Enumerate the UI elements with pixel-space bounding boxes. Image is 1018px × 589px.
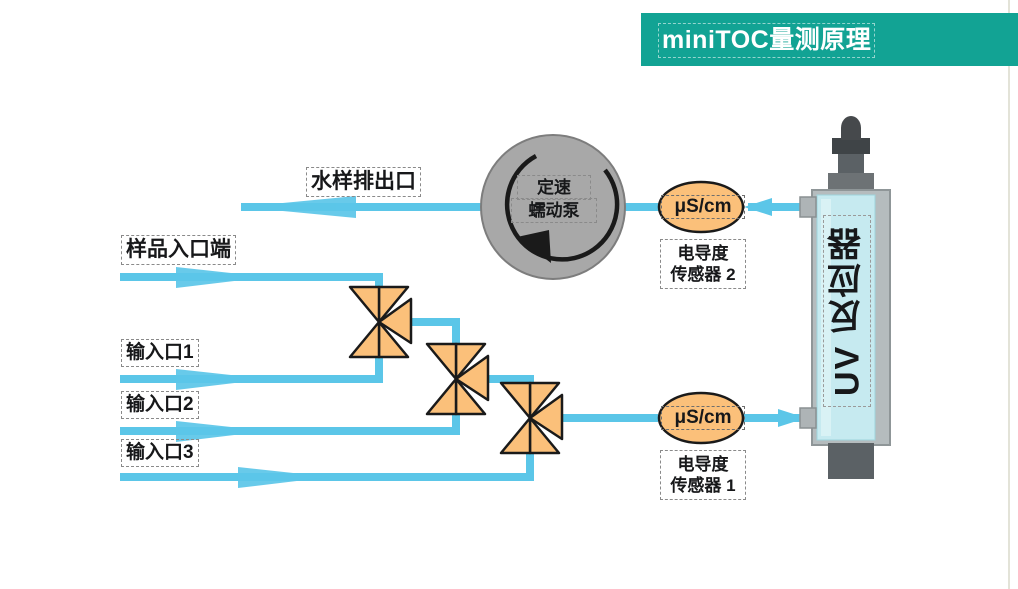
reactor-top-collar bbox=[832, 138, 870, 154]
sensor1-name-line2: 传感器 1 bbox=[670, 476, 736, 495]
pipe-valve1-to-valve2-riser bbox=[452, 318, 460, 356]
reactor-top-dome bbox=[841, 116, 861, 140]
pipe-input2-horizontal bbox=[120, 427, 460, 435]
sensor1-name-line1: 电导度 bbox=[677, 455, 729, 474]
valve2-right-triangle bbox=[454, 354, 490, 402]
sensor2-name-box: 电导度 传感器 2 bbox=[660, 239, 746, 289]
valve3-right-triangle bbox=[528, 393, 564, 441]
reactor-inner-highlight bbox=[821, 199, 831, 436]
page-title: miniTOC量测原理 bbox=[657, 23, 876, 58]
reactor-inlet-port-top bbox=[799, 196, 817, 218]
valve2-top-triangle-b bbox=[425, 342, 458, 381]
pump-rotation-arrow bbox=[504, 154, 620, 262]
pump-arrow-head bbox=[517, 230, 551, 263]
label-sample-inlet: 样品入口端 bbox=[121, 234, 236, 266]
pipe-reactor-to-sensor2 bbox=[748, 203, 806, 211]
pump-label-line2: 蠕动泵 bbox=[511, 198, 597, 223]
reactor-inlet-port-bottom bbox=[799, 407, 817, 429]
arrow-head-to-reactor bbox=[778, 409, 806, 427]
pipe-input3-riser bbox=[526, 440, 534, 481]
uv-reactor-label: UV 反应器 bbox=[823, 215, 871, 407]
reactor-bottom-neck bbox=[828, 443, 874, 479]
valve1-right-triangle bbox=[377, 297, 413, 345]
arrow-input3 bbox=[238, 467, 330, 488]
arrow-input2 bbox=[176, 421, 268, 442]
sensor2-name-line2: 传感器 2 bbox=[670, 265, 736, 284]
conductivity-sensor-1-body bbox=[657, 391, 745, 445]
pipe-valve1-to-valve2-horizontal bbox=[408, 318, 460, 326]
valve3-bottom-triangle-b bbox=[499, 416, 532, 455]
three-way-valve-3 bbox=[499, 381, 564, 455]
arrow-input1 bbox=[176, 369, 268, 390]
sensor2-value: μS/cm bbox=[661, 195, 745, 219]
arrow-sample-inlet bbox=[176, 267, 268, 288]
sensor1-name-box: 电导度 传感器 1 bbox=[660, 450, 746, 500]
pump-label-line1: 定速 bbox=[517, 175, 591, 200]
pipe-pump-to-outlet bbox=[330, 203, 495, 211]
label-input-port-3: 输入口3 bbox=[121, 439, 199, 467]
pipe-network bbox=[120, 196, 806, 488]
three-way-valve-2 bbox=[425, 342, 490, 416]
valve1-top-triangle-b bbox=[348, 285, 381, 324]
valve2-bottom-triangle-b bbox=[425, 377, 458, 416]
pipe-sensor1-to-reactor bbox=[742, 414, 806, 422]
page-right-border bbox=[1008, 0, 1010, 589]
uv-reactor bbox=[799, 116, 891, 479]
sensor2-name-line1: 电导度 bbox=[677, 244, 729, 263]
label-sample-outlet: 水样排出口 bbox=[306, 166, 421, 198]
label-input-port-2: 输入口2 bbox=[121, 391, 199, 419]
peristaltic-pump bbox=[480, 134, 626, 280]
arrow-head-to-sensor2 bbox=[744, 198, 772, 216]
pipe-valve2-to-valve3-horizontal bbox=[487, 375, 534, 383]
pipe-valve3-to-sensor1 bbox=[558, 414, 658, 422]
sensor1-value: μS/cm bbox=[661, 406, 745, 430]
conductivity-sensor-2-body bbox=[657, 180, 745, 234]
pipe-outlet-tail bbox=[241, 203, 336, 211]
valve1-bottom-triangle-b bbox=[348, 320, 381, 359]
valve3-top-triangle-b bbox=[499, 381, 532, 420]
header-bar bbox=[641, 13, 1018, 66]
pipe-sensor2-to-pump bbox=[614, 203, 662, 211]
three-way-valve-1 bbox=[348, 285, 413, 359]
label-input-port-1: 输入口1 bbox=[121, 339, 199, 367]
